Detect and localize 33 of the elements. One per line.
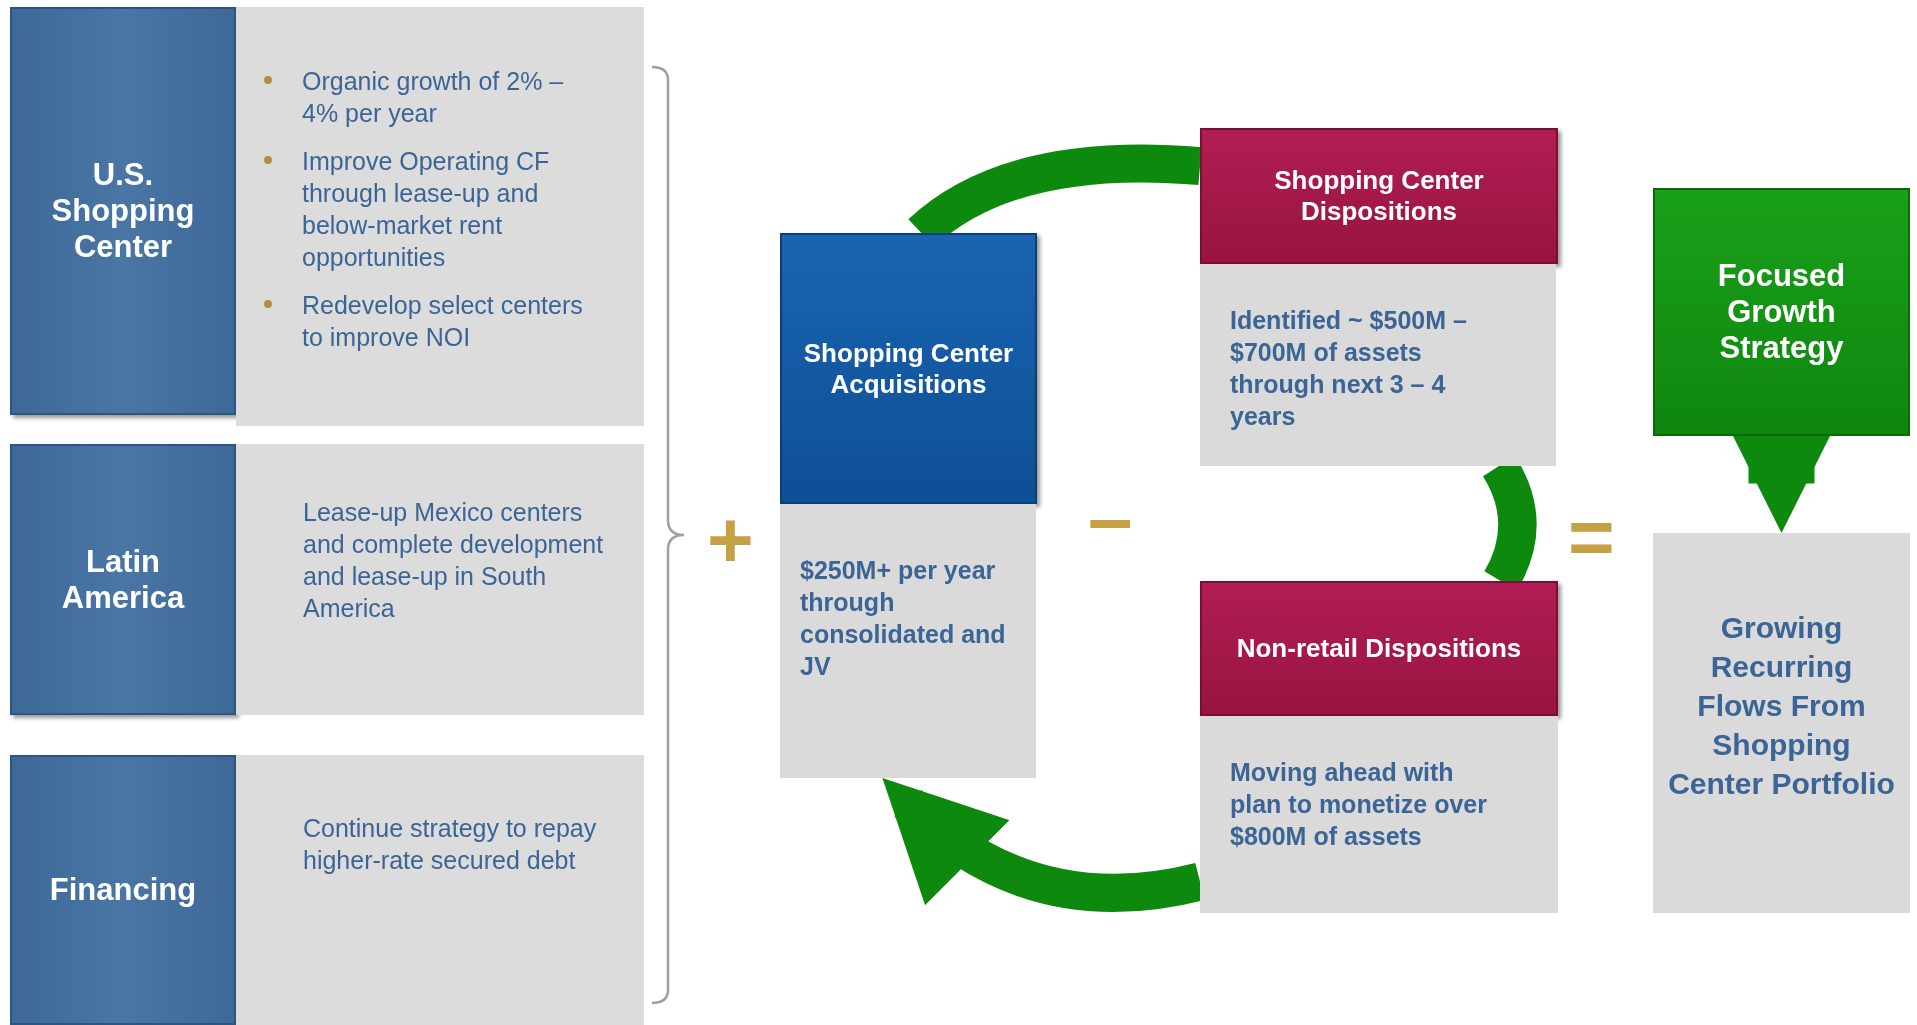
- description-text: Continue strategy to repay higher-rate secured debt: [303, 813, 598, 876]
- description-text: Lease-up Mexico centers and complete development and lease-up in South America: [303, 497, 604, 624]
- header-box: [780, 233, 1037, 504]
- description-text: Growing Recurring Flows From Shopping Center Portfolio: [1667, 610, 1896, 802]
- description-text: $250M+ per year through consolidated and JV: [800, 555, 1007, 682]
- operator-sign: =: [1568, 497, 1615, 577]
- text-panel: [236, 444, 644, 715]
- description-text: Moving ahead with plan to monetize over $800M of assets: [1230, 757, 1488, 852]
- header-box: [1200, 581, 1558, 716]
- box-title: Latin America: [60, 543, 186, 616]
- box-title: Financing: [49, 872, 197, 908]
- header-box: [10, 755, 236, 1025]
- text-panel: [780, 504, 1036, 778]
- text-panel: [236, 7, 644, 426]
- header-box: [1653, 188, 1910, 436]
- header-box: [1200, 128, 1558, 264]
- operator-sign: –: [1088, 478, 1133, 558]
- bullet-text: Organic growth of 2% – 4% per year: [302, 67, 564, 127]
- text-panel: [236, 755, 644, 1025]
- box-title: Shopping Center Dispositions: [1273, 165, 1485, 227]
- bullet-text: Redevelop select centers to improve NOI: [302, 291, 583, 351]
- text-panel: [1200, 716, 1558, 913]
- text-panel: [1200, 264, 1556, 466]
- header-box: [10, 7, 236, 415]
- operator-sign: +: [707, 500, 754, 580]
- text-panel: [1653, 533, 1910, 913]
- box-title: Focused Growth Strategy: [1716, 258, 1847, 366]
- header-box: [10, 444, 236, 715]
- box-title: U.S. Shopping Center: [50, 157, 196, 265]
- description-text: Identified ~ $500M – $700M of assets through next 3 – 4 years: [1230, 305, 1468, 432]
- box-title: Non-retail Dispositions: [1236, 633, 1522, 664]
- bullet-text: Improve Operating CF through lease-up and below-market rent opportunities: [302, 147, 550, 271]
- box-title: Shopping Center Acquisitions: [802, 337, 1015, 400]
